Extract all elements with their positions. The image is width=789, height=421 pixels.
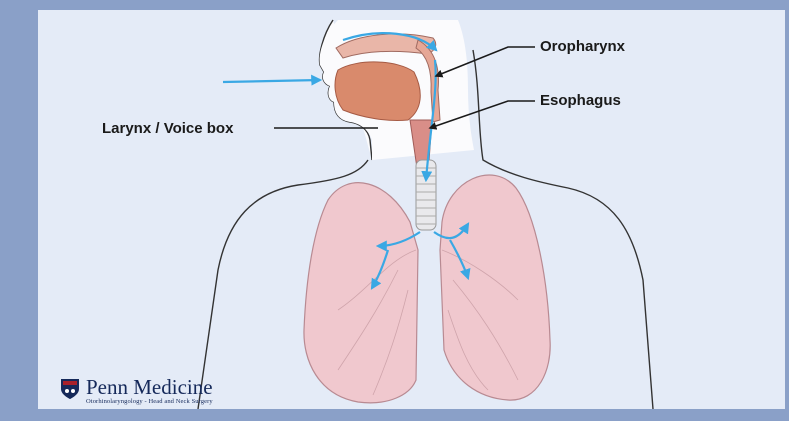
brand-name: Penn Medicine — [86, 376, 213, 398]
airflow-inlet — [223, 80, 320, 82]
diagram-canvas: Oropharynx Esophagus Larynx / Voice box … — [38, 10, 785, 409]
shield-icon — [60, 378, 80, 400]
label-larynx: Larynx / Voice box — [102, 120, 233, 137]
anatomy-illustration — [38, 10, 785, 409]
tongue — [335, 62, 420, 121]
penn-medicine-logo: Penn Medicine Otorhinolaryngology - Head… — [60, 376, 213, 406]
label-esophagus: Esophagus — [540, 92, 621, 109]
left-lung — [304, 183, 418, 403]
brand-subtitle: Otorhinolaryngology - Head and Neck Surg… — [86, 398, 213, 406]
label-oropharynx: Oropharynx — [540, 38, 625, 55]
right-lung — [440, 175, 550, 400]
